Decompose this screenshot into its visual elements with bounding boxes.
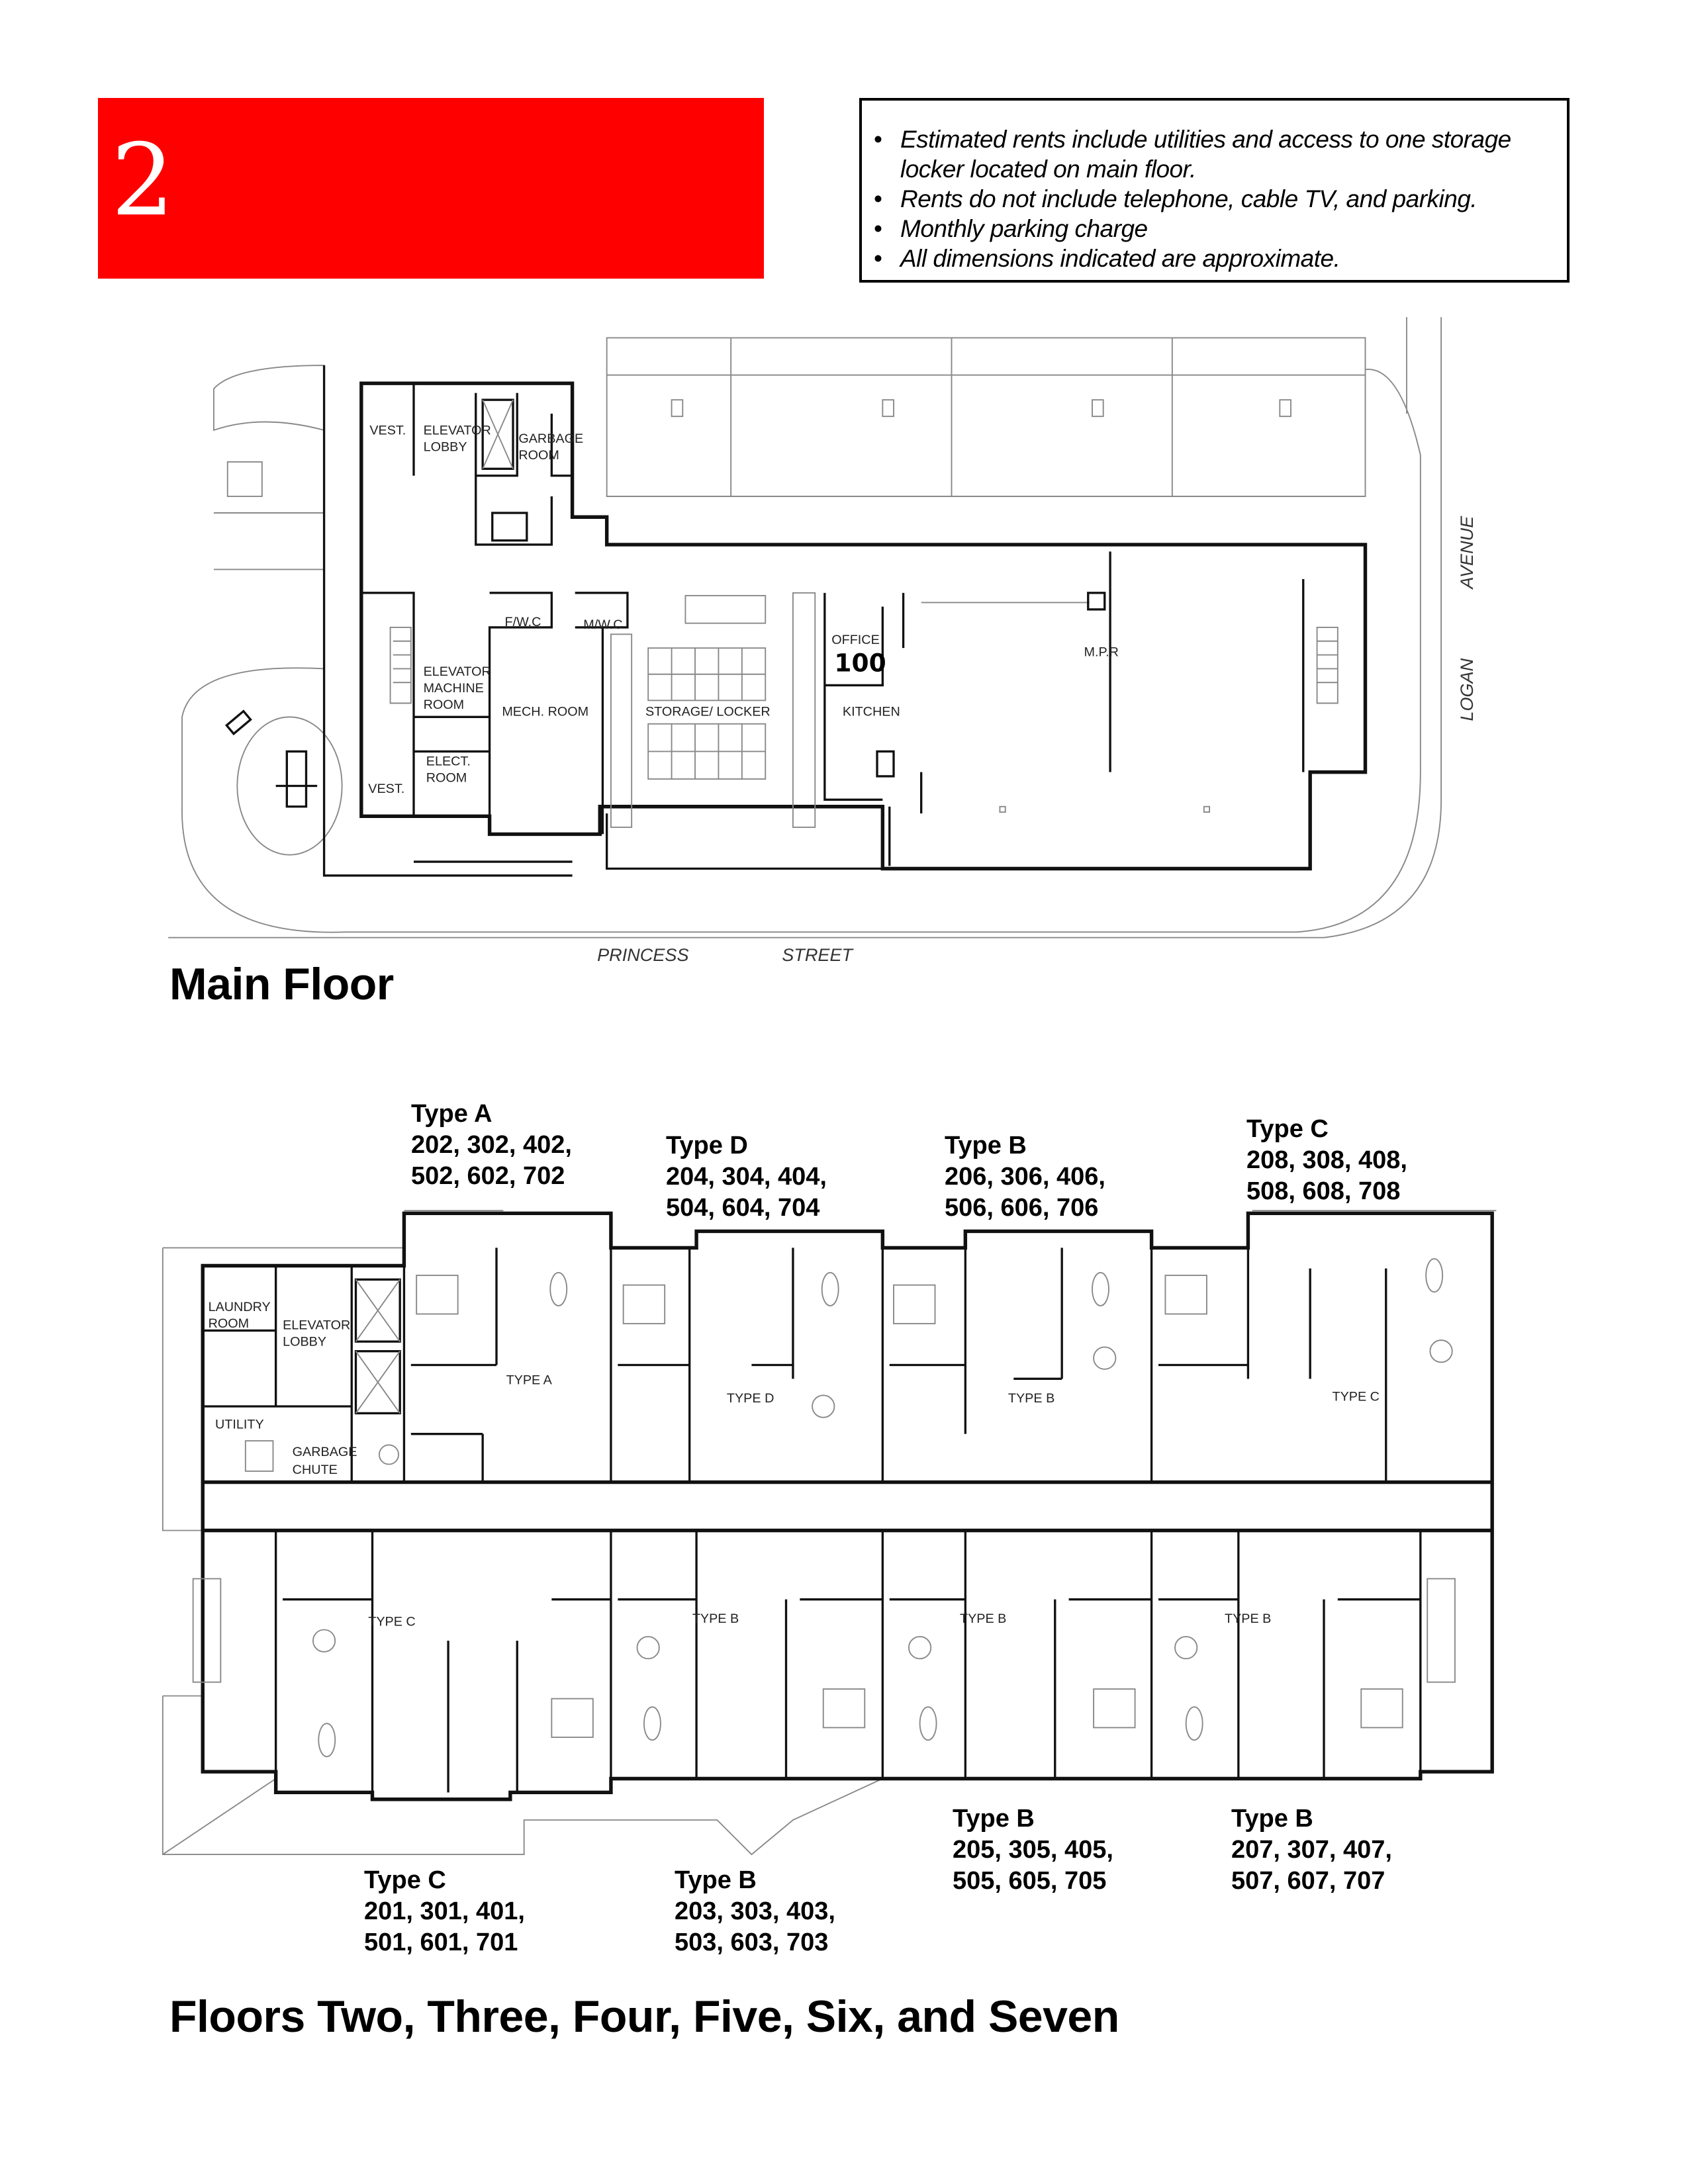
room-label: UTILITY [215,1417,264,1432]
room-label: STORAGE/ LOCKER [645,704,771,719]
room-label: GARBAGE [518,432,583,446]
room-label: F/W.C [505,615,541,629]
room-label: ROOM [209,1316,250,1331]
unit-type-label: TYPE C [368,1614,415,1629]
unit-type-label: TYPE B [1225,1612,1271,1626]
street-label-avenue: AVENUE [1456,516,1477,590]
note-item: Rents do not include telephone, cable TV… [874,184,1549,214]
unit-type-label: TYPE B [1008,1391,1055,1406]
room-label: GARBAGE [293,1445,357,1459]
notes-box: Estimated rents include utilities and ac… [859,98,1570,283]
room-label: LOBBY [424,439,467,454]
main-floor-plan: VEST. ELEVATOR LOBBY GARBAGE ROOM F/W.C … [168,317,1477,965]
unit-type-label: TYPE C [1333,1390,1380,1404]
office-number: 100 [834,649,886,678]
room-label: ELEVATOR [424,664,491,679]
street-label-logan: LOGAN [1456,658,1477,721]
page-number: 2 [111,123,175,238]
upper-floors-title: Floors Two, Three, Four, Five, Six, and … [169,1991,1119,2042]
room-label: M.P.R [1084,645,1119,660]
room-label: LOBBY [283,1334,326,1349]
room-label: MACHINE [424,681,484,696]
room-label: ELECT. [426,754,471,768]
note-item: Estimated rents include utilities and ac… [874,124,1549,184]
note-item: Monthly parking charge [874,214,1549,244]
upper-floor-plan: LAUNDRY ROOM ELEVATOR LOBBY UTILITY GARB… [162,1210,1497,1856]
room-label: MECH. ROOM [502,704,588,719]
room-label: OFFICE [831,633,880,647]
unit-type-label: TYPE B [960,1612,1006,1626]
street-label-princess: PRINCESS [597,944,688,965]
room-label: VEST. [369,423,406,437]
room-label: VEST. [368,782,404,796]
note-item: All dimensions indicated are approximate… [874,244,1549,273]
room-label: ROOM [424,698,465,712]
room-label: M/W.C [583,617,622,632]
room-label: CHUTE [293,1463,338,1477]
room-label: ELEVATOR [424,423,491,437]
room-label: ROOM [426,770,467,785]
street-label-street: STREET [782,944,854,965]
main-floor-title: Main Floor [169,959,394,1009]
room-label: KITCHEN [843,704,900,719]
unit-type-label: TYPE A [506,1373,553,1388]
unit-type-label: TYPE B [692,1612,739,1626]
page-number-banner: 2 [98,98,764,279]
room-label: ROOM [518,448,559,463]
room-label: ELEVATOR [283,1318,350,1332]
unit-type-label: TYPE D [727,1391,774,1406]
room-label: LAUNDRY [209,1300,271,1314]
